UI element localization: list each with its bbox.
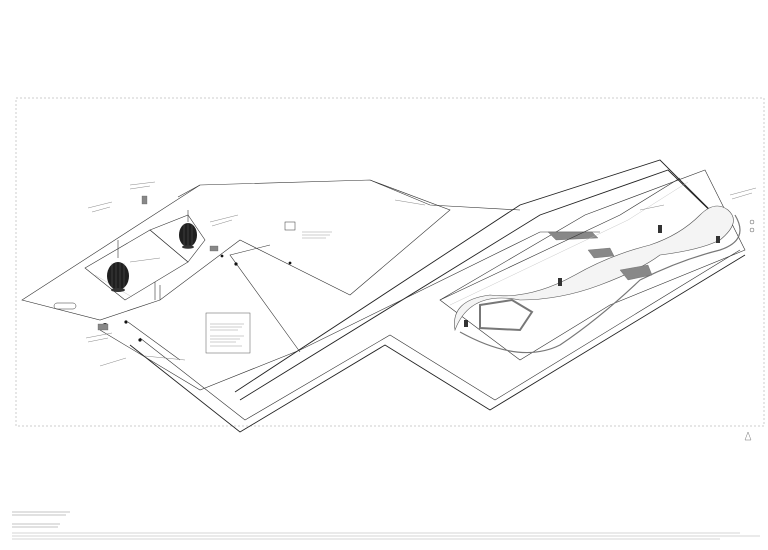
pendant-lantern-1 xyxy=(107,240,129,292)
sheet-border xyxy=(15,97,765,427)
pool-area xyxy=(439,169,746,361)
annotation-note-a xyxy=(302,231,332,239)
target-marks xyxy=(749,219,755,233)
north-arrow-icon xyxy=(744,431,752,441)
pool-outline xyxy=(454,205,734,332)
pendant-lantern-2 xyxy=(179,210,197,249)
cable-routing xyxy=(21,159,746,433)
annotation-note-b xyxy=(205,312,251,354)
uplight-fixtures xyxy=(464,225,720,327)
control-unit-cluster xyxy=(53,195,296,331)
leader-labels xyxy=(85,181,757,367)
sheet-footer xyxy=(12,511,760,540)
